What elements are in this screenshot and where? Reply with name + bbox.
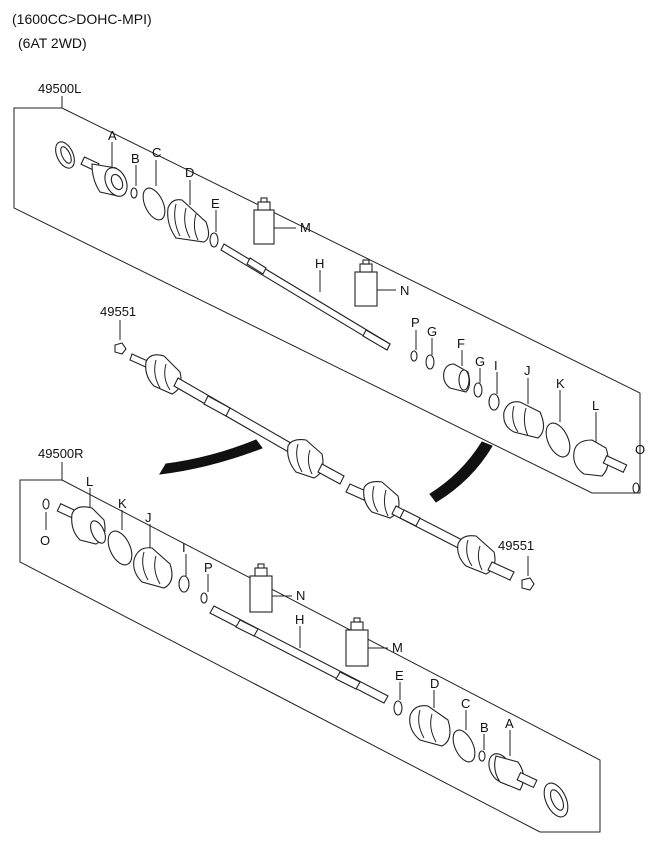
label-i: I [494,358,498,373]
part-j-inner-boot[interactable] [503,401,545,439]
part-j-inner-boot-bottom[interactable] [133,547,173,589]
part-d-boot[interactable] [167,199,210,243]
label-b: B [131,151,140,166]
part-n-grease-bottom[interactable] [249,563,273,613]
part-label-49551-top[interactable]: 49551 [100,304,136,319]
label-m: M [300,220,311,235]
part-n-grease[interactable] [354,259,378,307]
part-c-boot-band-bottom[interactable] [449,727,480,765]
part-b-circlip[interactable] [130,187,138,199]
label-n-bottom: N [296,588,305,603]
label-d-bottom: D [430,676,439,691]
label-c: C [152,145,161,160]
label-e: E [211,196,220,211]
label-j-bottom: J [145,510,152,525]
part-o-circlip[interactable] [632,482,640,494]
part-a-outer-joint-bottom[interactable] [485,750,573,820]
label-n: N [400,283,409,298]
label-g-2: G [475,354,485,369]
transmission-spec: (6AT 2WD) [18,35,87,51]
label-k: K [556,376,565,391]
part-o-circlip-bottom[interactable] [42,498,50,510]
part-e-band[interactable] [209,232,219,248]
assembled-drive-shaft[interactable] [129,353,515,581]
nut-49551-bottom[interactable] [521,577,535,591]
part-l-inner-joint[interactable] [573,439,628,477]
label-j: J [524,363,531,378]
label-e-bottom: E [395,668,404,683]
part-h-shaft-bottom[interactable] [209,605,389,704]
part-l-inner-joint-bottom[interactable] [56,502,108,546]
label-k-bottom: K [118,496,127,511]
arrow-left-assembly [159,439,263,475]
label-l: L [592,398,599,413]
engine-spec: (1600CC>DOHC-MPI) [12,11,152,27]
assembly-label-49500l[interactable]: 49500L [38,81,81,96]
part-e-band-bottom[interactable] [393,700,403,716]
part-label-49551-bottom[interactable]: 49551 [498,538,534,553]
part-a-outer-joint[interactable] [52,139,132,200]
part-k-band[interactable] [541,419,574,460]
label-h-bottom: H [295,612,304,627]
label-h: H [315,256,324,271]
label-f: F [457,336,465,351]
label-b-bottom: B [480,720,489,735]
left-assembly-box [13,107,641,494]
part-g-band-2[interactable] [473,382,483,398]
label-i-bottom: I [182,540,186,555]
label-m-bottom: M [392,640,403,655]
part-m-grease-bottom[interactable] [345,617,369,667]
part-c-boot-band[interactable] [139,185,170,223]
part-i-band-bottom[interactable] [178,575,190,593]
label-a: A [108,128,117,143]
assembly-label-49500r[interactable]: 49500R [38,446,84,461]
part-g-band-1[interactable] [425,354,435,370]
label-c-bottom: C [461,696,470,711]
label-p-bottom: P [204,560,213,575]
nut-49551-top[interactable] [114,342,127,355]
part-d-boot-bottom[interactable] [409,705,451,747]
label-o-top: O [635,442,645,457]
part-f-damper[interactable] [443,363,471,393]
label-a-bottom: A [505,716,514,731]
part-p-circlip-bottom[interactable] [200,592,208,604]
part-p-circlip[interactable] [410,350,418,362]
part-b-circlip-bottom[interactable] [478,750,486,762]
part-i-band[interactable] [488,393,500,411]
part-k-band-bottom[interactable] [103,527,136,568]
label-l-bottom: L [86,474,93,489]
label-g-1: G [427,324,437,339]
label-p: P [411,315,420,330]
arrow-right-assembly [429,441,493,503]
label-d: D [185,165,194,180]
right-assembly-box [19,479,601,833]
label-o-bottom: O [40,533,50,548]
part-m-grease[interactable] [253,197,275,245]
part-h-shaft[interactable] [220,243,391,351]
